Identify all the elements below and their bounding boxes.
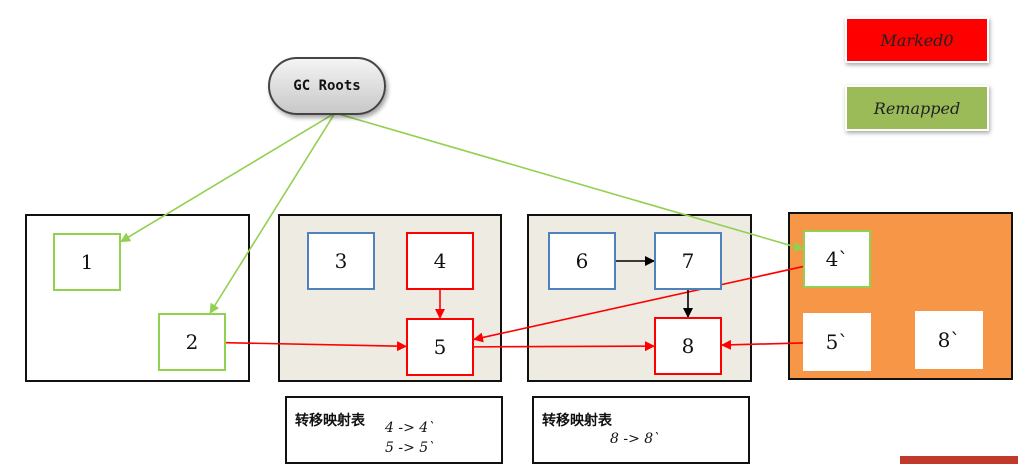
- forwarding-table-2: 转移映射表 8 -> 8`: [532, 396, 750, 464]
- edge-gc_roots-to-n2: [209, 112, 336, 314]
- forwarding-table-1-entry-1: 4 -> 4`: [385, 420, 436, 436]
- edge-gc_roots-to-n1: [120, 112, 336, 243]
- forwarding-table-2-title: 转移映射表: [542, 413, 612, 429]
- forwarding-table-1-entry-2: 5 -> 5`: [385, 440, 436, 456]
- legend-marked0: Marked0: [845, 17, 989, 63]
- object-node-6: 6: [548, 232, 616, 290]
- forwarding-table-2-entry-1: 8 -> 8`: [610, 431, 661, 447]
- gc-roots-node: GC Roots: [268, 57, 386, 115]
- forwarding-table-1: 转移映射表 4 -> 4` 5 -> 5`: [285, 396, 503, 464]
- object-node-8: 8: [654, 317, 722, 375]
- object-node-4: 4: [406, 232, 474, 290]
- edge-n4p-to-n5: [473, 265, 804, 343]
- edge-n5p-to-n8: [721, 339, 804, 350]
- object-node-2: 2: [158, 313, 226, 371]
- edge-n5-to-n8: [473, 341, 655, 352]
- legend-remapped: Remapped: [845, 85, 989, 131]
- object-node-8-prime: 8`: [915, 311, 983, 369]
- object-node-4-prime: 4`: [803, 230, 871, 288]
- object-node-5-prime: 5`: [803, 313, 871, 371]
- forwarding-table-1-title: 转移映射表: [295, 413, 365, 429]
- object-node-3: 3: [307, 232, 375, 290]
- corner-watermark-bar: [900, 456, 1018, 464]
- object-node-5: 5: [406, 318, 474, 376]
- object-node-1: 1: [53, 233, 121, 291]
- edge-n2-to-n5: [225, 341, 407, 352]
- edge-gc_roots-to-n4p: [334, 112, 804, 252]
- object-node-7: 7: [654, 232, 722, 290]
